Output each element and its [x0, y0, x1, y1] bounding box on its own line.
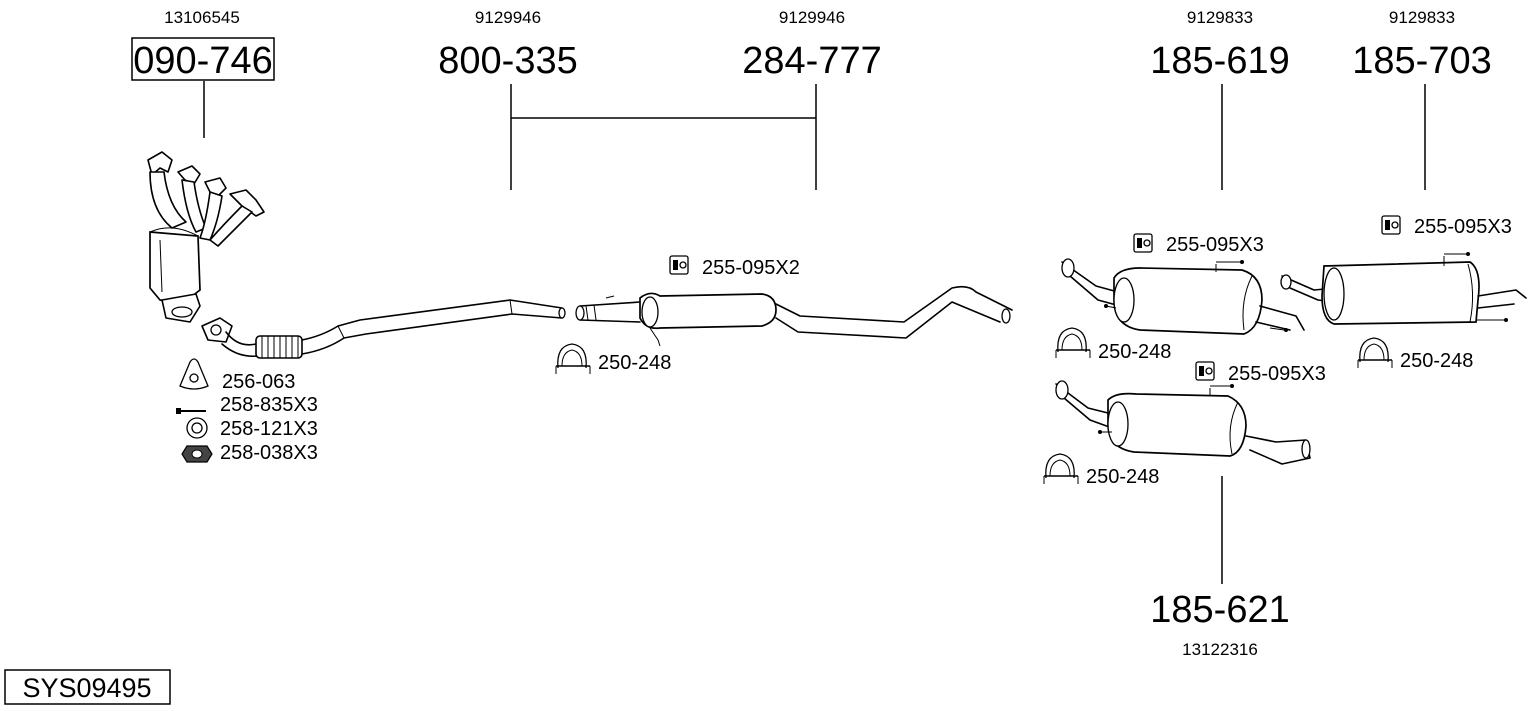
- clamp-icon: [555, 343, 591, 374]
- bolt-icon: [176, 408, 206, 414]
- accessory-r703-clamp-label[interactable]: 250-248: [1400, 350, 1473, 372]
- clamp-icon: [1055, 327, 1091, 358]
- part-185-621-number[interactable]: 185-621: [1150, 589, 1289, 631]
- rear-silencer-185-619-drawing: [1061, 258, 1305, 335]
- rubber-mount-icon: [1381, 215, 1401, 235]
- part-185-621-reference: 13122316: [1182, 640, 1258, 659]
- accessory-r621-rubber-label[interactable]: 255-095X3: [1228, 363, 1326, 385]
- rear-silencer-185-703-drawing: [1280, 252, 1527, 325]
- rubber-mount-icon: [1195, 361, 1215, 381]
- washer-icon: [186, 417, 208, 439]
- part-800-335-reference: 9129946: [475, 8, 541, 27]
- nut-icon: [181, 445, 213, 463]
- clamp-icon: [1043, 453, 1079, 484]
- part-185-619-number[interactable]: 185-619: [1150, 40, 1289, 82]
- accessory-r621-clamp-label[interactable]: 250-248: [1086, 466, 1159, 488]
- centre-silencer-drawing: [575, 285, 1013, 347]
- accessory-nut-label[interactable]: 258-038X3: [220, 442, 318, 464]
- part-800-335-number[interactable]: 800-335: [438, 40, 577, 82]
- part-090-746-number[interactable]: 090-746: [133, 40, 272, 82]
- accessory-r619-clamp-label[interactable]: 250-248: [1098, 341, 1171, 363]
- system-id-box: [4, 669, 171, 705]
- accessory-r703-rubber-label[interactable]: 255-095X3: [1414, 216, 1512, 238]
- part-090-746-box: [131, 37, 275, 81]
- accessory-r619-rubber-label[interactable]: 255-095X3: [1166, 234, 1264, 256]
- clamp-icon: [1357, 337, 1393, 368]
- accessory-mid-clamp-label[interactable]: 250-248: [598, 352, 671, 374]
- rubber-mount-icon: [669, 255, 689, 275]
- part-284-777-number[interactable]: 284-777: [742, 40, 881, 82]
- part-185-619-reference: 9129833: [1187, 8, 1253, 27]
- system-id: SYS09495: [22, 673, 151, 703]
- catalytic-converter-manifold-drawing: [147, 151, 265, 323]
- accessory-mid-rubber-label[interactable]: 255-095X2: [702, 257, 800, 279]
- part-090-746-reference: 13106545: [164, 8, 240, 27]
- accessory-washer-label[interactable]: 258-121X3: [220, 418, 318, 440]
- rear-silencer-185-621-drawing: [1055, 380, 1311, 465]
- part-185-703-number[interactable]: 185-703: [1352, 40, 1491, 82]
- front-pipe-drawing: [201, 299, 566, 359]
- accessory-bolt-label[interactable]: 258-835X3: [220, 394, 318, 416]
- gasket-icon: [179, 358, 209, 390]
- part-185-703-reference: 9129833: [1389, 8, 1455, 27]
- accessory-gasket-label[interactable]: 256-063: [222, 371, 295, 393]
- rubber-mount-icon: [1133, 233, 1153, 253]
- part-284-777-reference: 9129946: [779, 8, 845, 27]
